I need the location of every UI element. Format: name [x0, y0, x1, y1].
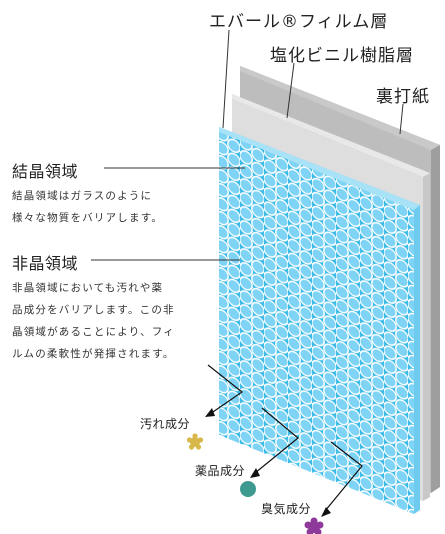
- amorphous-region-description: 非晶領域においても汚れや薬 品成分をバリアします。この非 晶領域があることにより…: [12, 277, 175, 365]
- amorphous-desc-line: 非晶領域においても汚れや薬: [12, 282, 164, 294]
- crystal-region-title: 結晶領域: [12, 162, 79, 181]
- paper-layer-label: 裏打紙: [376, 87, 430, 107]
- odor-particle-icon: [304, 517, 324, 534]
- amorphous-desc-line: 晶領域があることにより、フィ: [12, 326, 175, 338]
- pvc-layer-label: 塩化ビニル樹脂層: [270, 46, 414, 66]
- pvc-leader-line: [286, 62, 295, 119]
- dirt-label: 汚れ成分: [140, 417, 191, 431]
- film-leader-line: [222, 29, 230, 129]
- crystal-desc-line: 様々な物質をバリアします。: [12, 212, 164, 224]
- paper-leader-line: [399, 103, 404, 135]
- dirt-particle-icon: [186, 433, 204, 450]
- chemical-label: 薬品成分: [195, 464, 246, 478]
- amorphous-region-title: 非晶領域: [12, 254, 79, 273]
- film-layer: [219, 127, 420, 514]
- odor-arrowhead: [321, 507, 331, 517]
- crystal-region-description: 結晶領域はガラスのように 様々な物質をバリアします。: [12, 185, 163, 229]
- chemical-barrier-arrow: [254, 407, 299, 474]
- amorphous-desc-line: ルムの柔軟性が発揮されます。: [12, 348, 175, 360]
- amorphous-desc-line: 品成分をバリアします。この非: [12, 304, 175, 316]
- odor-label: 臭気成分: [261, 502, 312, 516]
- chemical-particle-icon: [240, 481, 256, 497]
- crystal-desc-line: 結晶領域はガラスのように: [12, 190, 153, 202]
- dirt-arrowhead: [205, 408, 215, 417]
- film-layer-label: エバール®フィルム層: [209, 12, 389, 32]
- chemical-arrowhead: [250, 468, 260, 478]
- dirt-barrier-arrow: [207, 364, 244, 415]
- odor-barrier-arrow: [324, 441, 363, 512]
